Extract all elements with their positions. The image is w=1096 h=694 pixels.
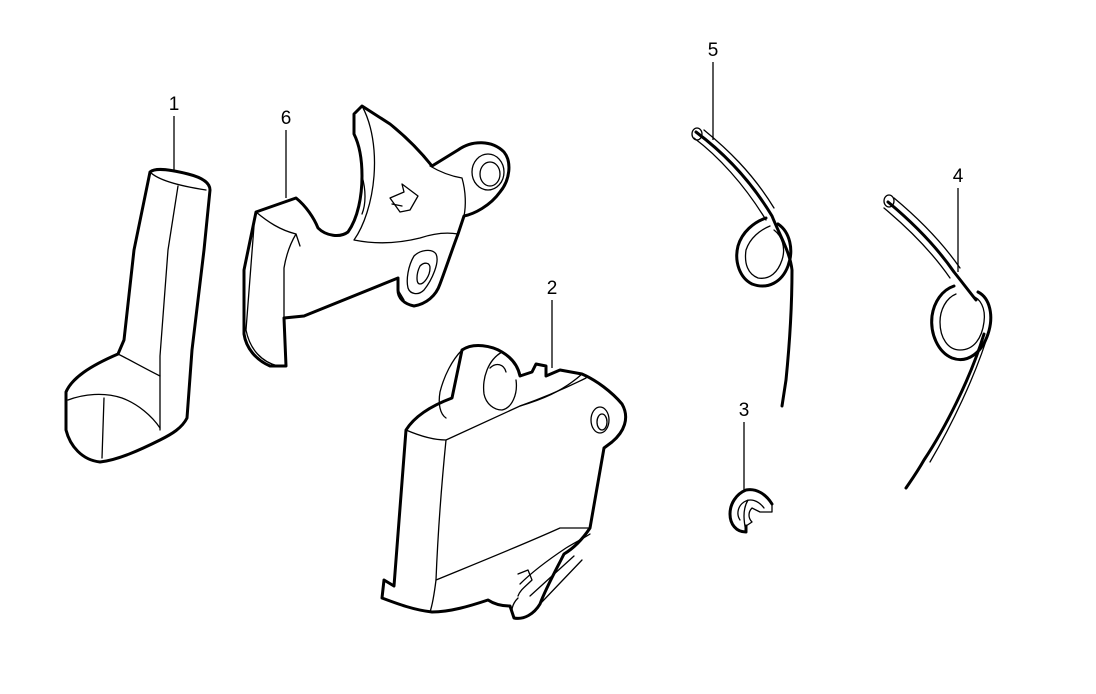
callout-6: 6 <box>281 108 292 198</box>
part-2-housing-cover <box>380 344 628 620</box>
callout-label-6: 6 <box>281 108 292 129</box>
callout-label-1: 1 <box>169 94 180 115</box>
part-5-torsion-spring <box>691 127 794 408</box>
callout-2: 2 <box>547 278 558 368</box>
callout-label-5: 5 <box>708 40 719 61</box>
part-4-torsion-spring <box>883 194 993 490</box>
part-1-lever-handle <box>64 167 212 464</box>
part-3-retaining-clip <box>728 488 774 534</box>
callout-label-2: 2 <box>547 278 558 299</box>
callout-5: 5 <box>708 40 719 140</box>
part-6-latch-plate <box>242 104 511 368</box>
callout-3: 3 <box>739 400 750 492</box>
callout-1: 1 <box>169 94 180 172</box>
callout-4: 4 <box>953 166 964 272</box>
callout-label-3: 3 <box>739 400 750 421</box>
callout-label-4: 4 <box>953 166 964 187</box>
